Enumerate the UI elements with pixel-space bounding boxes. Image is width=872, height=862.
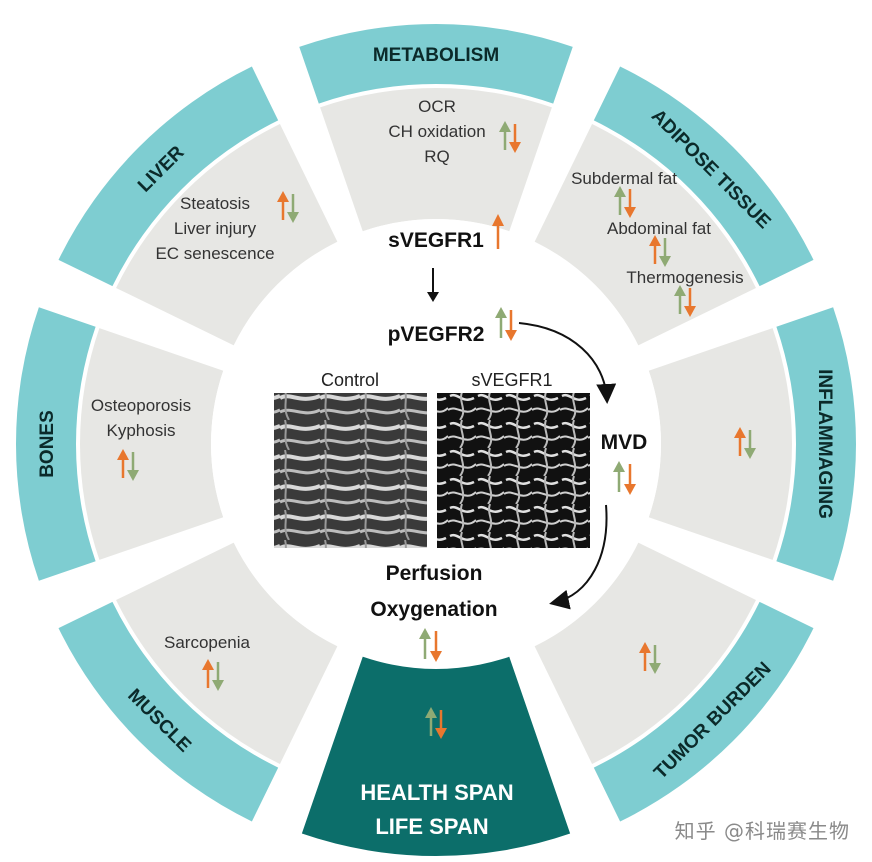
liver-item-liver-injury: Liver injury bbox=[174, 219, 257, 238]
liver-arrows bbox=[277, 191, 299, 223]
liver-item-steatosis: Steatosis bbox=[180, 194, 250, 213]
liver-panel bbox=[116, 124, 338, 346]
muscle-arrows bbox=[202, 659, 224, 691]
liver-item-ec-senescence: EC senescence bbox=[155, 244, 274, 263]
liver-band bbox=[58, 66, 279, 287]
muscle-panel bbox=[116, 542, 338, 764]
metabolism-title: METABOLISM bbox=[373, 45, 499, 66]
microscopy-image-control bbox=[274, 393, 427, 548]
svegfr1-up-arrow bbox=[492, 214, 504, 249]
metabolism-band bbox=[299, 23, 573, 104]
metabolism-item-rq: RQ bbox=[424, 147, 450, 166]
adipose-item-subdermal: Subdermal fat bbox=[571, 169, 677, 188]
center-pathway: sVEGFR1 pVEGFR2 Control sVEGFR1 MVD bbox=[274, 214, 647, 662]
oxygenation-label: Oxygenation bbox=[370, 598, 497, 621]
tumor-band bbox=[593, 601, 814, 822]
metabolism-item-ocr: OCR bbox=[418, 97, 456, 116]
watermark-text: 知乎 @科瑞赛生物 bbox=[674, 819, 850, 843]
healthspan-panel bbox=[301, 647, 571, 857]
microscopy-image-svegfr1 bbox=[437, 393, 590, 548]
mvd-label: MVD bbox=[601, 431, 648, 454]
adipose-subdermal-arrows bbox=[614, 186, 636, 218]
bones-item-osteoporosis: Osteoporosis bbox=[91, 396, 191, 415]
inflammaging-panel bbox=[648, 328, 793, 560]
healthspan-arrows bbox=[425, 707, 447, 739]
inflammaging-title: INFLAMMAGING bbox=[814, 369, 835, 519]
down-arrow-to-pvegfr2 bbox=[427, 268, 439, 302]
adipose-item-abdominal: Abdominal fat bbox=[607, 219, 711, 238]
adipose-band bbox=[593, 66, 814, 287]
bones-title: BONES bbox=[37, 410, 58, 478]
metabolism-item-ch-oxidation: CH oxidation bbox=[388, 122, 485, 141]
healthspan-title-line2: LIFE SPAN bbox=[375, 814, 488, 839]
image-right-label: sVEGFR1 bbox=[471, 370, 552, 390]
inflammaging-band bbox=[776, 307, 856, 581]
mvd-updown-arrows bbox=[613, 461, 636, 495]
pvegfr2-updown-arrows bbox=[495, 307, 517, 341]
metabolism-arrows bbox=[499, 121, 521, 153]
bones-arrows bbox=[117, 449, 139, 481]
tumor-arrows bbox=[639, 642, 661, 674]
center-disc bbox=[211, 219, 661, 669]
muscle-item-sarcopenia: Sarcopenia bbox=[164, 633, 251, 652]
pvegfr2-label: pVEGFR2 bbox=[388, 323, 485, 346]
bones-item-kyphosis: Kyphosis bbox=[107, 421, 176, 440]
adipose-thermogenesis-arrows bbox=[674, 285, 696, 317]
adipose-panel bbox=[534, 124, 756, 346]
curve-arrow-to-mvd bbox=[518, 322, 617, 404]
svegfr1-label: sVEGFR1 bbox=[388, 229, 484, 252]
image-left-label: Control bbox=[321, 370, 379, 390]
bones-band bbox=[15, 307, 96, 581]
muscle-band bbox=[58, 601, 279, 822]
curve-arrow-to-perfusion bbox=[549, 504, 608, 610]
metabolism-panel bbox=[320, 88, 552, 232]
bones-panel bbox=[80, 328, 224, 560]
adipose-abdominal-arrows bbox=[649, 235, 671, 267]
perfusion-updown-arrows bbox=[419, 628, 442, 662]
inflammaging-arrows bbox=[734, 427, 756, 459]
adipose-item-thermogenesis: Thermogenesis bbox=[626, 268, 743, 287]
perfusion-label: Perfusion bbox=[386, 562, 483, 585]
healthspan-title-line1: HEALTH SPAN bbox=[360, 780, 513, 805]
